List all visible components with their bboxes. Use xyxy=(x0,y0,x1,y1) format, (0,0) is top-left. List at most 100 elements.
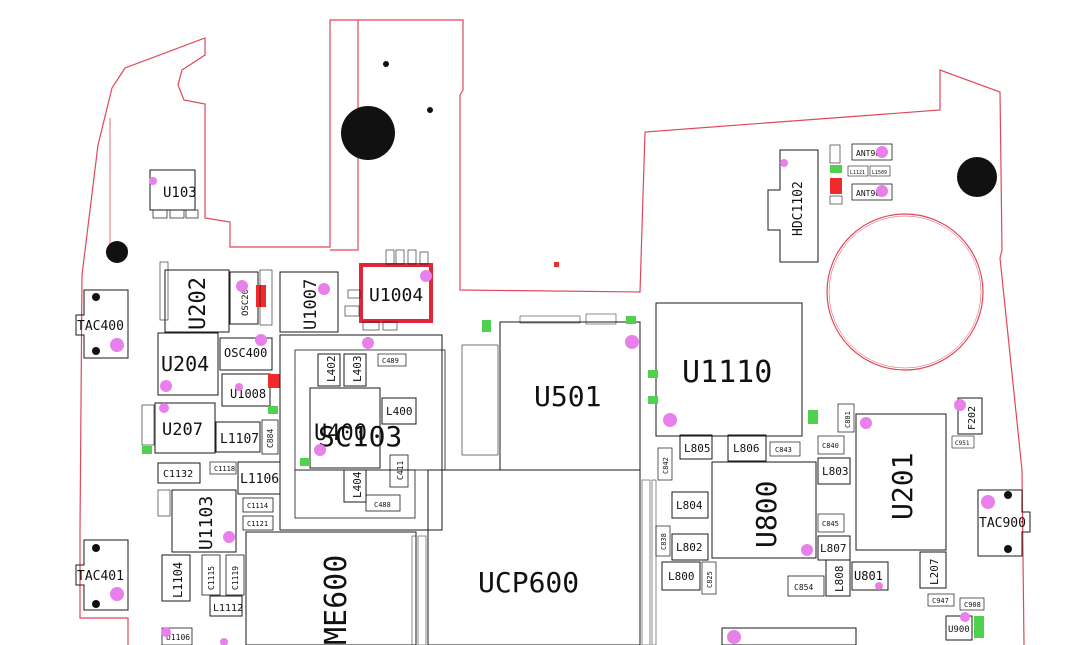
c825-label: C825 xyxy=(706,571,714,588)
c1114-component: C1114 xyxy=(242,497,274,513)
tac400-label: TAC400 xyxy=(77,319,124,334)
c947-label: C947 xyxy=(932,597,949,605)
l800-component: L800 xyxy=(661,561,701,591)
marker-dot xyxy=(318,283,330,295)
mounting-hole-left xyxy=(106,241,128,263)
sc103-label: SC103 xyxy=(318,420,402,453)
l807-label: L807 xyxy=(820,542,847,555)
l807-component: L807 xyxy=(817,535,851,561)
l802-component: L802 xyxy=(671,533,709,561)
osc200-component: OSC200 xyxy=(229,269,273,326)
l806-component: L806 xyxy=(727,434,767,462)
l803-label: L803 xyxy=(822,465,849,478)
green-pads xyxy=(300,316,818,466)
marker-dot xyxy=(860,417,872,429)
me600-component: ME600 xyxy=(245,531,417,645)
l403-label: L403 xyxy=(351,356,364,383)
ucp600-label: UCP600 xyxy=(478,566,579,599)
l1104-label: L1104 xyxy=(171,562,185,598)
ant901-label: ANT901 xyxy=(856,149,885,158)
board-circle-cutout xyxy=(826,213,984,371)
via-dot xyxy=(92,600,100,608)
tac401-connector: TAC401 xyxy=(75,539,129,611)
via-dot xyxy=(383,61,389,67)
l1106-label: L1106 xyxy=(240,472,279,487)
u207-component: U207 xyxy=(141,402,216,454)
c488-label: C488 xyxy=(374,501,391,509)
marker-dot xyxy=(727,630,741,644)
marker-dot xyxy=(160,380,172,392)
c488-component: C488 xyxy=(365,494,401,512)
marker-dot xyxy=(625,335,639,349)
u800-component: U800 xyxy=(711,461,817,559)
u1004-label: U1004 xyxy=(369,285,423,306)
via-dot xyxy=(92,347,100,355)
u801-component: U801 xyxy=(851,561,889,591)
u501-label: U501 xyxy=(534,380,601,413)
u204-component: U204 xyxy=(157,332,219,396)
u1106-label: U1106 xyxy=(166,633,190,642)
c801-component: C801 xyxy=(837,403,855,433)
c1114-label: C1114 xyxy=(247,502,268,510)
c840-component: C840 xyxy=(817,435,845,455)
u400-component: U400 xyxy=(309,387,381,469)
via-dot xyxy=(92,544,100,552)
c845-label: C845 xyxy=(822,520,839,528)
c801-label: C801 xyxy=(844,411,852,428)
mounting-hole-large xyxy=(341,106,395,160)
marker-dot xyxy=(876,146,888,158)
marker-dot xyxy=(954,399,966,411)
bottom-chip-outline xyxy=(721,627,857,645)
l207-label: L207 xyxy=(928,559,941,586)
c845-component: C845 xyxy=(817,513,845,533)
c1118-label: C1118 xyxy=(214,465,235,473)
u201-component: U201 xyxy=(855,413,947,551)
u103-component: U103 xyxy=(149,169,199,219)
c854-label: C854 xyxy=(794,583,813,592)
c489-component: C489 xyxy=(377,353,407,367)
u103-label: U103 xyxy=(163,185,197,201)
osc400-component: OSC400 xyxy=(219,337,273,371)
l800-label: L800 xyxy=(668,570,695,583)
c1118-component: C1118 xyxy=(209,461,237,475)
u1007-label: U1007 xyxy=(301,279,321,330)
l1509-label: L1509 xyxy=(872,170,887,176)
marker-dot xyxy=(801,544,813,556)
c411-label: C411 xyxy=(396,461,405,480)
c835-component: C825 xyxy=(701,561,717,595)
f202-component: F202 C951 xyxy=(951,397,983,449)
c947-component: C947 xyxy=(927,593,955,607)
red-test-point xyxy=(554,262,559,267)
f202-label: F202 xyxy=(967,406,978,430)
marker-dot xyxy=(420,270,432,282)
c838-component: C838 xyxy=(655,525,671,557)
l1112-component: L1112 xyxy=(209,595,243,617)
ucp600-component: UCP600 xyxy=(427,469,641,645)
u1106-component: U1106 xyxy=(161,627,193,645)
c1132-component: C1132 xyxy=(157,462,201,484)
tac401-label: TAC401 xyxy=(77,569,124,584)
c843-label: C843 xyxy=(775,446,792,454)
c1132-label: C1132 xyxy=(163,469,193,480)
l402-component: L402 xyxy=(317,353,341,387)
ant902-component: ANT902 xyxy=(851,183,893,201)
l402-label: L402 xyxy=(325,356,338,383)
u204-label: U204 xyxy=(161,352,209,376)
u1008-component: U1008 xyxy=(221,373,280,414)
l403-component: L403 xyxy=(343,353,367,387)
passive-strip-ucp600-left xyxy=(411,535,427,645)
marker-dot xyxy=(960,612,970,622)
marker-dot xyxy=(159,403,169,413)
marker-dot xyxy=(981,495,995,509)
hdc1102-label: HDC1102 xyxy=(791,181,806,236)
c489-label: C489 xyxy=(382,357,399,365)
me600-label: ME600 xyxy=(319,555,354,645)
l400-label: L400 xyxy=(386,405,413,418)
passive-strip-ucp600-right xyxy=(641,479,657,645)
c951-label: C951 xyxy=(955,440,970,447)
c1115-component: C1115 xyxy=(201,554,221,596)
via-dot xyxy=(92,293,100,301)
marker-dot xyxy=(223,531,235,543)
tac900-connector: TAC900 xyxy=(977,489,1031,557)
